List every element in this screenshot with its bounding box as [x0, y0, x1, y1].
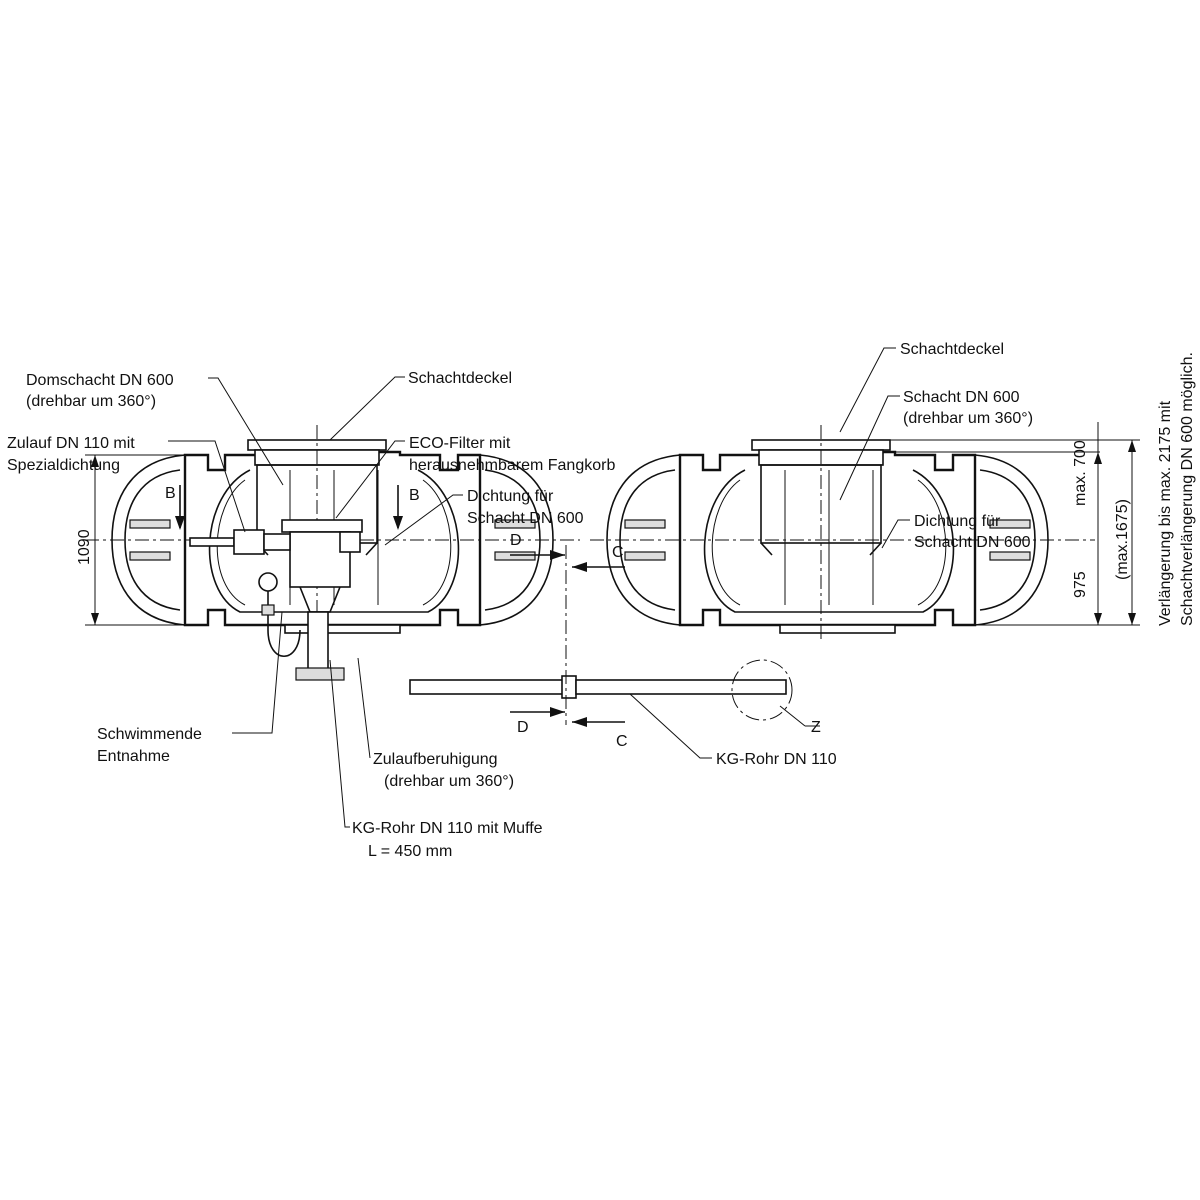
section-marks: B B D C D C Z [165, 485, 821, 750]
label-dichtung-right: Dichtung für [914, 513, 1001, 530]
dim-975: 975 [1072, 571, 1089, 598]
label-entnahme: Entnahme [97, 748, 170, 765]
label-kg-rohr-length: L = 450 mm [368, 843, 452, 860]
dim-max-700: max. 700 [1072, 440, 1089, 506]
leaders [168, 347, 910, 828]
section-b-right: B [409, 487, 420, 504]
label-schacht-right: Schacht DN 600 [903, 389, 1020, 406]
left-tank [85, 450, 580, 634]
label-schachtdeckel-left: Schachtdeckel [408, 370, 512, 387]
label-domschacht: Domschacht DN 600 [26, 372, 174, 389]
label-fangkorb: herausnehmbarem Fangkorb [409, 457, 615, 474]
section-c-top: C [612, 544, 624, 561]
callout-labels: Domschacht DN 600 (drehbar um 360°) Scha… [7, 341, 1033, 860]
label-dichtung-left: Dichtung für [467, 488, 554, 505]
section-c-bottom: C [616, 733, 628, 750]
label-schachtdeckel-right: Schachtdeckel [900, 341, 1004, 358]
inlet-pipe [189, 529, 361, 555]
connecting-pipe [409, 545, 787, 725]
label-zulaufberuhigung-rotation: (drehbar um 360°) [384, 773, 514, 790]
label-kg-rohr: KG-Rohr DN 110 [716, 751, 837, 768]
eco-filter [281, 519, 363, 681]
label-schacht-right-rotation: (drehbar um 360°) [903, 410, 1033, 427]
floating-intake [258, 572, 301, 657]
right-tank [590, 450, 1095, 721]
section-d-top: D [510, 532, 522, 549]
note-extension-line-2: Schachtverlängerung DN 600 möglich. [1179, 352, 1196, 626]
label-spezialdichtung: Spezialdichtung [7, 457, 120, 474]
dim-1090: 1090 [76, 529, 93, 565]
label-zulaufberuhigung: Zulaufberuhigung [373, 751, 498, 768]
left-shaft [247, 425, 387, 640]
label-domschacht-rotation: (drehbar um 360°) [26, 393, 156, 410]
dim-max-1675: (max.1675) [1114, 499, 1131, 580]
right-shaft [751, 425, 891, 640]
label-dichtung-left-2: Schacht DN 600 [467, 510, 584, 527]
dimensions: 1090 max. 700 975 (max.1675) Verlängerun… [76, 352, 1196, 626]
label-dichtung-right-2: Schacht DN 600 [914, 534, 1031, 551]
note-extension-line-1: Verlängerung bis max. 2175 mit [1157, 400, 1174, 626]
label-eco-filter: ECO-Filter mit [409, 435, 511, 452]
detail-z-label: Z [811, 719, 821, 736]
section-b-left: B [165, 485, 176, 502]
label-kg-rohr-muffe: KG-Rohr DN 110 mit Muffe [352, 820, 543, 837]
label-zulauf: Zulauf DN 110 mit [7, 435, 135, 452]
section-d-bottom: D [517, 719, 529, 736]
label-schwimmende: Schwimmende [97, 726, 202, 743]
